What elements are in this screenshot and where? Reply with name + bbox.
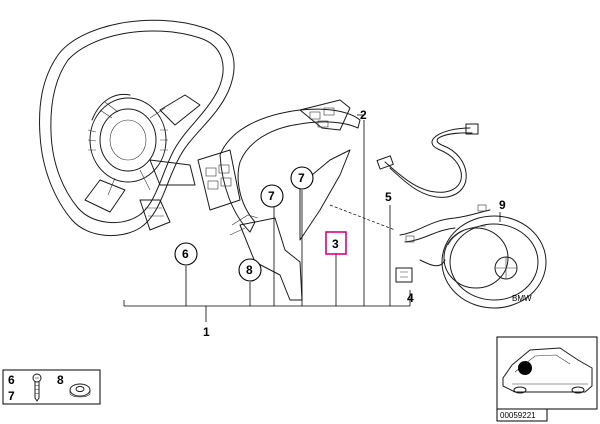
callout-2: 2 [360,108,367,122]
svg-text:8: 8 [246,263,253,277]
hardware-legend: 6 7 8 [2,369,101,405]
diagram-id: 00059221 [500,411,536,420]
callout-1: 1 [203,325,210,339]
callout-9: 9 [499,198,506,212]
callout-6: 6 [174,242,198,266]
svg-text:BMW: BMW [512,294,532,303]
car-silhouette-icon [502,347,593,394]
vehicle-locator: 00059221 [496,336,598,422]
wiring-harness-drawing [376,123,479,198]
callout-3: 3 [325,231,347,255]
airbag-module-drawing: BMW [395,204,547,309]
leader-lines [123,114,501,322]
trim-cover-drawing [197,99,361,301]
svg-text:5: 5 [385,190,392,204]
svg-text:8: 8 [57,373,64,387]
svg-text:9: 9 [499,198,506,212]
svg-text:7: 7 [8,389,15,403]
svg-text:6: 6 [182,247,189,261]
svg-text:7: 7 [268,189,275,203]
callout-8: 8 [238,258,262,282]
svg-text:3: 3 [332,237,339,251]
callout-5: 5 [385,190,392,204]
svg-text:7: 7 [298,171,305,185]
svg-text:1: 1 [203,325,210,339]
svg-text:4: 4 [407,291,414,305]
callout-7-left: 7 [260,184,284,208]
screw-icon [32,373,42,402]
nut-icon [69,383,91,398]
steering-wheel-drawing [39,19,235,237]
callout-7-right: 7 [290,166,314,190]
svg-text:2: 2 [360,108,367,122]
svg-text:6: 6 [8,373,15,387]
callout-4: 4 [407,291,414,305]
